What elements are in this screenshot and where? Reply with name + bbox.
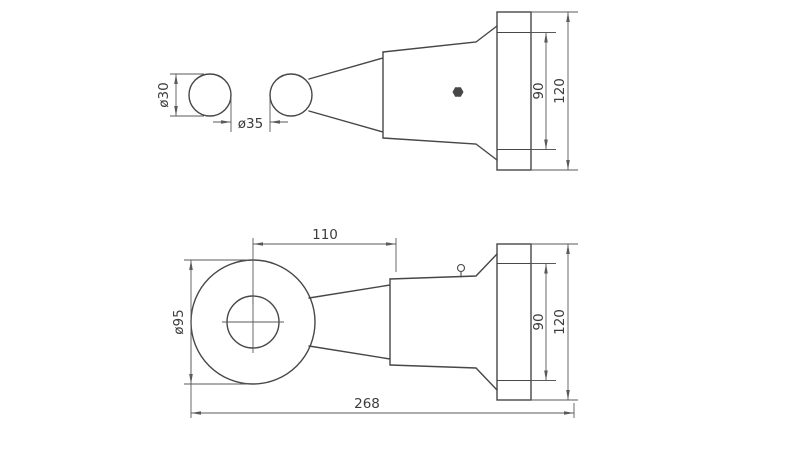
dim-overall-length: 268 <box>190 330 575 418</box>
mounting-flange-plate <box>496 11 532 171</box>
dim-label-90: 90 <box>531 313 547 330</box>
socket-outline <box>389 253 498 391</box>
dim-eye-bar-diameter: ø30 <box>156 73 204 117</box>
plan-view <box>190 243 532 401</box>
eye-ring-section-right <box>269 73 313 117</box>
shank-outline <box>308 51 384 139</box>
eye-ring-section-left <box>188 73 232 117</box>
dim-flange-height-plan: 120 <box>531 243 578 401</box>
dim-label-268: 268 <box>354 396 380 412</box>
dim-eye-outer-diameter: ø95 <box>171 259 248 385</box>
dim-label-120: 120 <box>552 309 568 335</box>
dim-flange-bolt-span-side: 90 <box>531 32 556 150</box>
dim-eye-hole-diameter: ø35 <box>213 98 288 132</box>
dim-eye-center-offset: 110 <box>252 227 397 305</box>
dim-label-d95: ø95 <box>171 309 187 334</box>
dim-label-120: 120 <box>552 78 568 104</box>
side-view <box>188 11 532 171</box>
socket-outline <box>382 25 498 161</box>
dim-label-110: 110 <box>312 227 338 243</box>
side-view-dimensions: ø30 ø35 90 120 <box>156 11 578 171</box>
dim-label-d35: ø35 <box>238 116 263 132</box>
grease-nipple-hex-icon <box>452 87 464 97</box>
dim-label-d30: ø30 <box>156 82 172 107</box>
dim-flange-bolt-span-plan: 90 <box>531 263 556 381</box>
dim-flange-height-side: 120 <box>531 11 578 171</box>
plan-view-dimensions: 110 ø95 90 120 268 <box>171 227 578 418</box>
shank-outline <box>308 278 391 366</box>
dim-label-90: 90 <box>531 82 547 99</box>
grease-nipple-icon <box>456 263 466 273</box>
mounting-flange-plate <box>496 243 532 401</box>
